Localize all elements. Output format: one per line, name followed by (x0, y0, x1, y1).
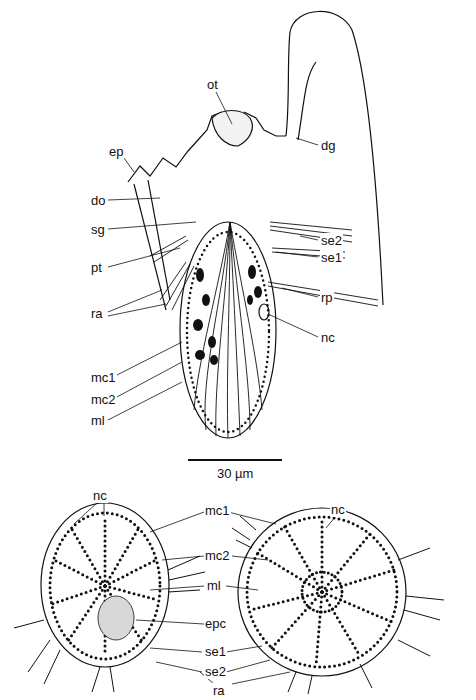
part-label: ot (206, 77, 219, 92)
part-label: rp (320, 290, 334, 305)
part-label: nc (320, 330, 336, 345)
part-label: nc (92, 488, 108, 503)
part-label: ra (212, 683, 226, 698)
ray-bundles (14, 516, 444, 694)
part-label: ml (90, 413, 106, 428)
part-label: se1 (320, 250, 343, 265)
part-label: mc1 (204, 503, 231, 518)
opening (212, 111, 252, 147)
section-layer (247, 517, 397, 667)
part-label: dg (320, 138, 336, 153)
part-label: sg (90, 222, 106, 237)
section-outline (238, 508, 406, 676)
tentacle-inner (298, 62, 316, 140)
part-label: mc2 (90, 392, 117, 407)
tentacle-outline (286, 11, 383, 305)
leader-lines (108, 92, 318, 420)
fibres (194, 222, 262, 438)
wall-line (134, 184, 166, 310)
section-outline (41, 503, 169, 667)
part-label: nc (330, 502, 346, 517)
scale-bar (188, 459, 282, 461)
septa (52, 516, 158, 656)
nucleus (259, 304, 269, 320)
leader-lines (74, 502, 336, 684)
part-label: mc1 (90, 370, 117, 385)
part-label: se2 (204, 664, 227, 679)
part-label: ml (206, 578, 222, 593)
septa (250, 518, 394, 666)
central-cluster (302, 572, 342, 612)
part-label: do (90, 193, 106, 208)
organ-outline (180, 222, 276, 438)
part-label: mc2 (204, 548, 231, 563)
epithelial-cell (98, 596, 134, 640)
part-label: ra (90, 306, 104, 321)
scale-label: 30 µm (216, 466, 254, 481)
nuclei (193, 265, 262, 365)
part-label: se1 (204, 644, 227, 659)
part-label: epc (204, 616, 227, 631)
part-label: se2 (320, 233, 343, 248)
muscle-bundles (150, 222, 378, 310)
part-label: ep (108, 144, 124, 159)
section-layer (50, 513, 160, 659)
epithelium (128, 112, 222, 182)
part-label: pt (90, 260, 103, 275)
